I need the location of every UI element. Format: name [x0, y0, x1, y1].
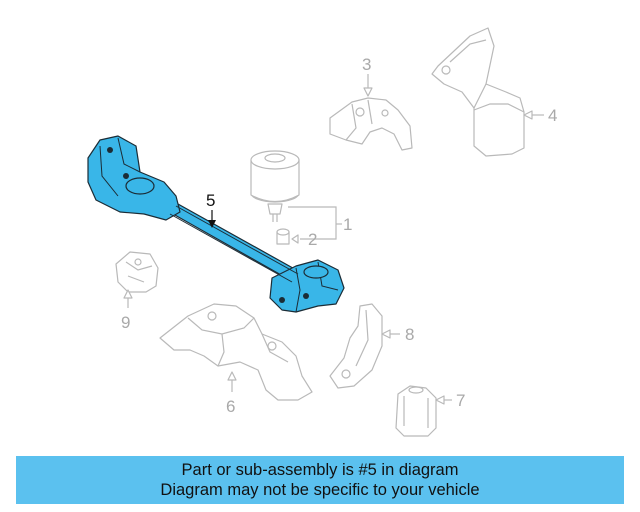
- parts-diagram: 3 4 1 2 9: [87, 27, 557, 437]
- arrow-3-icon: [363, 87, 373, 97]
- part-4-mount[interactable]: [431, 27, 525, 157]
- arrow-8-icon: [381, 329, 391, 339]
- arrow-4-icon: [523, 110, 533, 120]
- part-7-mount[interactable]: [395, 385, 437, 437]
- callout-2: 2: [308, 230, 317, 249]
- caption-banner: Part or sub-assembly is #5 in diagram Di…: [16, 456, 624, 504]
- leader-1-2-bracket: [288, 206, 337, 240]
- part-5-crossmember[interactable]: [87, 135, 345, 313]
- callout-6: 6: [226, 397, 235, 416]
- part-1-engine-mount[interactable]: [250, 150, 300, 222]
- part-8-bracket[interactable]: [329, 303, 383, 389]
- caption-line-1: Part or sub-assembly is #5 in diagram: [181, 461, 459, 479]
- caption-line-2: Diagram may not be specific to your vehi…: [160, 481, 480, 499]
- arrow-7-icon: [435, 395, 445, 405]
- callout-1: 1: [343, 215, 352, 234]
- part-3-bracket[interactable]: [329, 97, 413, 151]
- callout-9: 9: [121, 313, 130, 332]
- callout-4: 4: [548, 106, 557, 125]
- part-6-bracket[interactable]: [159, 303, 313, 401]
- callout-5: 5: [206, 191, 215, 210]
- arrow-9-icon: [123, 289, 133, 299]
- arrow-2-icon: [291, 234, 299, 244]
- callout-7: 7: [456, 391, 465, 410]
- arrow-5-icon: [208, 220, 216, 228]
- arrow-6-icon: [227, 371, 237, 381]
- part-9-bracket[interactable]: [115, 251, 159, 293]
- part-2-stud[interactable]: [276, 228, 290, 245]
- callout-3: 3: [362, 55, 371, 74]
- callout-8: 8: [405, 325, 414, 344]
